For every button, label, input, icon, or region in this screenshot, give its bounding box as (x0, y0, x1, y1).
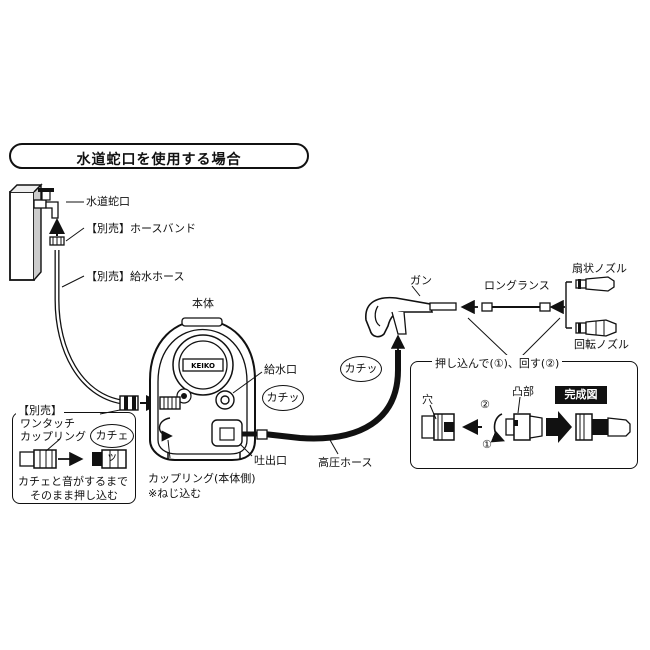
onetouch-detail (19, 449, 127, 469)
label-onetouch-line2: カップリング (20, 430, 86, 443)
label-convex: 凸部 (512, 385, 534, 398)
label-onetouch-line1: ワンタッチ (20, 417, 75, 430)
push-turn-box (410, 361, 638, 469)
label-push-note-2: そのまま押し込む (30, 489, 118, 502)
label-step2: ② (480, 398, 490, 411)
device-logo: KEIKO (191, 362, 215, 370)
label-faucet: 水道蛇口 (86, 195, 130, 208)
label-screw-in: ※ねじ込む (148, 487, 202, 500)
completed-figure (575, 413, 631, 441)
label-main-unit: 本体 (192, 297, 214, 310)
label-long-lance: ロングランス (484, 279, 550, 292)
onetouch-box (12, 412, 136, 504)
nozzle-convex-detail (490, 413, 543, 443)
gun-icon (365, 296, 457, 338)
label-push-turn: 押し込んで(①)、回す(②) (432, 355, 563, 371)
onetouch-coupling-icon (119, 395, 139, 411)
title-pill: 水道蛇口を使用する場合 (9, 143, 309, 169)
completed-badge: 完成図 (555, 386, 607, 404)
hose-band-icon (49, 236, 65, 246)
diagram-title: 水道蛇口を使用する場合 (76, 152, 242, 168)
label-inlet: 給水口 (264, 363, 297, 376)
rotary-nozzle-icon (575, 319, 617, 337)
big-arrow-icon (546, 411, 572, 443)
label-fan-nozzle: 扇状ノズル (572, 262, 627, 275)
bubble-click-coupling: カチェッ (90, 424, 134, 463)
label-outlet: 吐出口 (254, 454, 287, 467)
label-push-note-1: カチェと音がするまで (18, 475, 128, 488)
high-pressure-hose (242, 350, 401, 442)
label-coupling-main: カップリング(本体側) (148, 472, 256, 485)
label-hole: 穴 (422, 393, 433, 406)
label-supply-hose: 【別売】給水ホース (86, 270, 185, 283)
label-rotary-nozzle: 回転ノズル (574, 338, 629, 351)
faucet-pillar (9, 183, 43, 281)
label-gun: ガン (410, 274, 432, 287)
label-high-pressure-hose: 高圧ホース (318, 456, 373, 469)
main-unit-icon (149, 317, 256, 461)
label-onetouch-optional: 【別売】 (16, 404, 64, 417)
coupling-main-icon (159, 396, 181, 410)
fan-nozzle-icon (575, 276, 615, 292)
faucet-icon (33, 188, 59, 219)
label-hose-band: 【別売】ホースバンド (86, 222, 196, 235)
long-lance-icon (481, 302, 551, 312)
nozzle-hole-detail (421, 413, 455, 441)
bubble-click-main: カチッ (262, 385, 304, 411)
bubble-click-gun: カチッ (340, 356, 382, 382)
label-step1: ① (482, 438, 492, 451)
